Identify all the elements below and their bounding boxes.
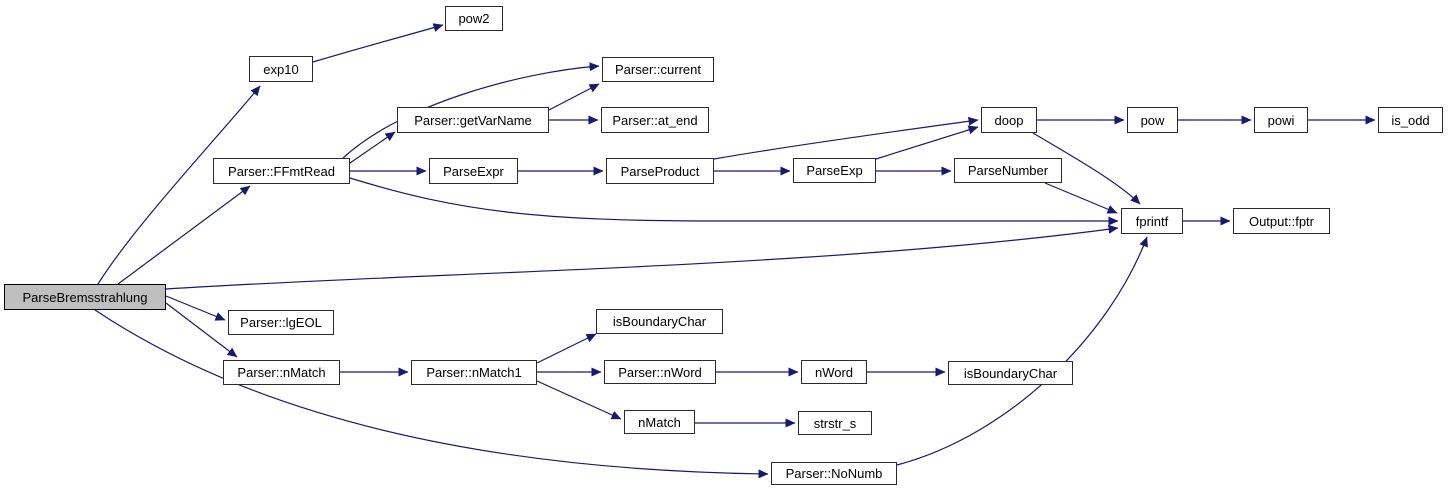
- graph-node-at_end[interactable]: Parser::at_end: [601, 107, 709, 133]
- edge-parsebremsstrahlung-nonumb: [94, 309, 769, 479]
- edge-parsenumber-fprintf: [1044, 182, 1118, 214]
- edge-nonumb-fprintf: [896, 236, 1148, 466]
- edge-getvarname-current: [548, 83, 600, 111]
- edge-doop-fprintf: [1032, 132, 1141, 205]
- edge-parsebremsstrahlung-fprintf: [165, 224, 1119, 290]
- graph-node-fprintf[interactable]: fprintf: [1121, 208, 1183, 234]
- graph-node-parseexpr[interactable]: ParseExpr: [429, 158, 518, 184]
- edge-parseexp-doop: [875, 125, 979, 160]
- graph-node-current[interactable]: Parser::current: [602, 57, 714, 82]
- graph-node-parseproduct[interactable]: ParseProduct: [606, 158, 714, 184]
- graph-node-nword_m[interactable]: Parser::nWord: [604, 360, 716, 384]
- edge-ffmtread-current: [342, 62, 600, 159]
- graph-node-powi[interactable]: powi: [1254, 107, 1308, 133]
- edge-exp10-pow2: [312, 23, 444, 63]
- graph-node-pow[interactable]: pow: [1127, 107, 1178, 133]
- graph-node-exp10[interactable]: exp10: [249, 56, 313, 82]
- graph-node-nmatch_m[interactable]: Parser::nMatch: [223, 360, 340, 385]
- graph-node-nmatch_f[interactable]: nMatch: [624, 410, 695, 434]
- graph-node-pow2[interactable]: pow2: [445, 6, 503, 31]
- graph-node-doop[interactable]: doop: [981, 107, 1037, 133]
- graph-node-parsebremsstrahlung: ParseBremsstrahlung: [4, 284, 166, 310]
- edge-ffmtread-getvarname: [349, 131, 396, 164]
- graph-node-parseexp[interactable]: ParseExp: [793, 158, 876, 183]
- graph-node-getvarname[interactable]: Parser::getVarName: [397, 107, 549, 133]
- graph-node-nonumb[interactable]: Parser::NoNumb: [771, 462, 897, 485]
- graph-node-lgeol[interactable]: Parser::lgEOL: [228, 310, 334, 335]
- graph-node-ffmtread[interactable]: Parser::FFmtRead: [213, 158, 350, 184]
- graph-node-nmatch1[interactable]: Parser::nMatch1: [411, 360, 537, 385]
- edge-ffmtread-fprintf: [349, 177, 1119, 226]
- graph-node-is_odd[interactable]: is_odd: [1378, 107, 1443, 133]
- edge-nmatch1-nmatch_f: [536, 380, 622, 420]
- edge-nmatch1-isboundarychar1: [536, 333, 597, 364]
- edge-parsebremsstrahlung-ffmtread: [117, 185, 251, 285]
- graph-node-strstr_s[interactable]: strstr_s: [798, 411, 872, 435]
- edge-parsebremsstrahlung-nmatch_m: [165, 302, 238, 358]
- graph-node-parsenumber[interactable]: ParseNumber: [954, 158, 1062, 183]
- edges-group: [94, 23, 1376, 479]
- edge-parsebremsstrahlung-lgeol: [165, 295, 226, 321]
- graph-node-isboundarychar2[interactable]: isBoundaryChar: [948, 361, 1073, 385]
- graph-node-nword[interactable]: nWord: [801, 360, 867, 384]
- graph-node-outputfptr[interactable]: Output::fptr: [1233, 208, 1330, 234]
- graph-node-isboundarychar1[interactable]: isBoundaryChar: [596, 309, 723, 334]
- edge-parsebremsstrahlung-exp10: [97, 85, 261, 285]
- edge-parseproduct-doop: [713, 116, 979, 160]
